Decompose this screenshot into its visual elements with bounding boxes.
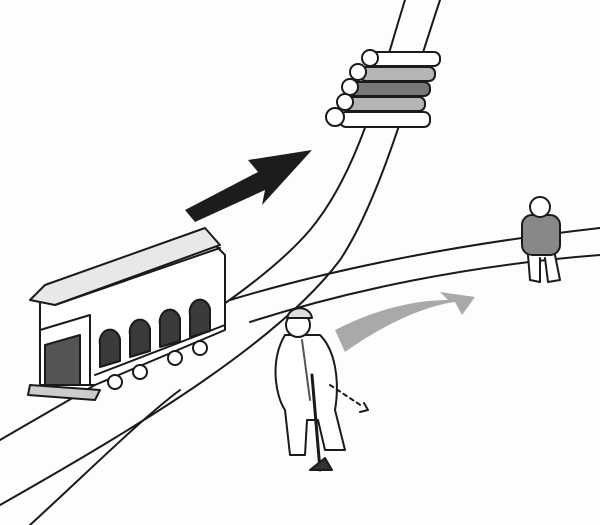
one-person bbox=[521, 196, 561, 283]
arrow-alt-icon bbox=[335, 292, 475, 352]
trolley-windows bbox=[98, 298, 211, 368]
trolley bbox=[27, 227, 226, 401]
arrow-main-icon bbox=[185, 150, 312, 222]
man-at-lever bbox=[274, 307, 369, 472]
five-people bbox=[325, 49, 441, 128]
trolley-wheels bbox=[107, 340, 208, 390]
lever bbox=[310, 373, 322, 472]
